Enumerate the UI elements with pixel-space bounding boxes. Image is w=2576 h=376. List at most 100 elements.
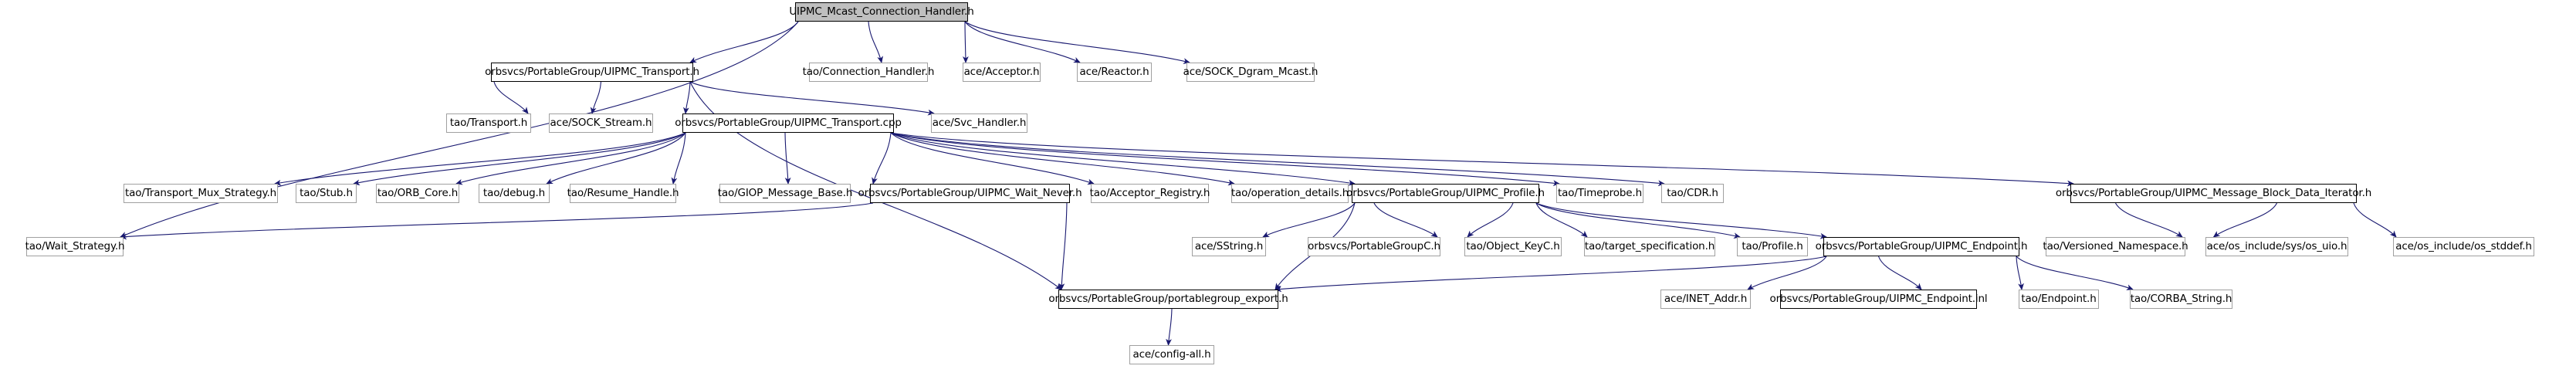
graph-edge [890,132,1235,186]
graph-edge [964,21,1190,64]
graph-node-label: ace/config-all.h [1132,347,1211,361]
graph-edge [872,132,892,185]
graph-node-label: ace/SString.h [1194,239,1264,252]
graph-edge [2016,256,2024,290]
graph-edge [493,81,529,114]
graph-edge [890,132,1560,187]
graph-node-acceptor_registry[interactable]: tao/Acceptor_Registry.h [1090,184,1210,203]
graph-edge [890,132,1095,185]
graph-node-os_uio_h[interactable]: ace/os_include/sys/os_uio.h [2205,237,2348,256]
graph-edge [2353,202,2397,238]
graph-node-label: tao/Wait_Strategy.h [25,239,125,252]
graph-node-target_spec_h[interactable]: tao/target_specification.h [1584,237,1715,256]
graph-node-endpoint_h[interactable]: tao/Endpoint.h [2019,290,2099,309]
graph-node-uipmc_transport_h[interactable]: orbsvcs/PortableGroup/UIPMC_Transport.h [485,63,699,82]
graph-edge [455,132,686,185]
graph-node-resume_handle_h[interactable]: tao/Resume_Handle.h [567,184,679,203]
graph-edge [1747,256,1827,290]
graph-edge [546,132,686,185]
graph-node-debug_h[interactable]: tao/debug.h [479,184,550,203]
graph-node-svc_handler_h[interactable]: ace/Svc_Handler.h [931,113,1027,133]
graph-node-label: UIPMC_Mcast_Connection_Handler.h [789,5,974,18]
graph-node-label: tao/Versioned_Namespace.h [2043,239,2188,252]
graph-node-timeprobe_h[interactable]: tao/Timeprobe.h [1556,184,1643,203]
graph-node-giop_msg_base[interactable]: tao/GIOP_Message_Base.h [718,184,852,203]
graph-edge [1262,202,1356,238]
graph-node-label: tao/Transport_Mux_Strategy.h [125,186,276,199]
graph-edge [890,132,1356,186]
graph-edge [784,132,791,185]
graph-node-label: ace/os_include/sys/os_uio.h [2206,239,2348,252]
graph-node-label: tao/Object_KeyC.h [1466,239,1560,252]
graph-edge [274,132,686,186]
graph-node-sock_stream_h[interactable]: ace/SOCK_Stream.h [549,113,653,133]
graph-node-label: tao/ORB_Core.h [377,186,459,199]
graph-edge [1535,202,1588,238]
graph-node-label: tao/Timeprobe.h [1558,186,1642,199]
graph-node-os_stddef_h[interactable]: ace/os_include/os_stddef.h [2393,237,2534,256]
graph-node-sstring_h[interactable]: ace/SString.h [1192,237,1266,256]
graph-node-stub_h[interactable]: tao/Stub.h [296,184,357,203]
graph-node-uipmc_profile_h[interactable]: orbsvcs/PortableGroup/UIPMC_Profile.h [1346,184,1545,203]
graph-node-acceptor_h[interactable]: ace/Acceptor.h [963,63,1041,82]
graph-edge [1058,202,1068,290]
graph-node-label: orbsvcs/PortableGroup/UIPMC_Wait_Never.h [858,186,1082,199]
graph-edge [1467,202,1514,238]
graph-edge [2212,202,2277,238]
graph-edge [682,81,691,114]
graph-edge [1535,202,1741,239]
graph-node-inet_addr_h[interactable]: ace/INET_Addr.h [1660,290,1751,309]
graph-edge [1373,202,1438,238]
graph-node-msg_block_iter[interactable]: orbsvcs/PortableGroup/UIPMC_Message_Bloc… [2056,184,2371,203]
graph-node-operation_details[interactable]: tao/operation_details.h [1231,184,1349,203]
graph-node-label: ace/SOCK_Stream.h [550,116,652,129]
graph-node-label: ace/INET_Addr.h [1664,292,1748,305]
graph-edge [1274,256,1827,293]
graph-edge [964,21,1081,63]
graph-node-label: orbsvcs/PortableGroup/UIPMC_Endpoint.h [1815,239,2028,252]
graph-edge [2115,202,2183,238]
graph-edge [671,132,686,185]
graph-node-connection_handler[interactable]: tao/Connection_Handler.h [803,63,934,82]
graph-node-uipmc_endpoint_inl[interactable]: orbsvcs/PortableGroup/UIPMC_Endpoint.inl [1770,290,1988,309]
graph-node-uipmc_transport_cpp[interactable]: orbsvcs/PortableGroup/UIPMC_Transport.cp… [675,113,902,133]
graph-node-label: tao/GIOP_Message_Base.h [717,186,853,199]
graph-node-wait_strategy_h[interactable]: tao/Wait_Strategy.h [25,237,125,256]
graph-node-portablegroup_export[interactable]: orbsvcs/PortableGroup/portablegroup_expo… [1048,290,1288,309]
graph-node-uipmc_endpoint_h[interactable]: orbsvcs/PortableGroup/UIPMC_Endpoint.h [1816,237,2028,256]
graph-edge [689,21,799,63]
graph-node-sock_dgram_mcast[interactable]: ace/SOCK_Dgram_Mcast.h [1183,63,1318,82]
graph-node-label: tao/Endpoint.h [2021,292,2097,305]
graph-node-portablegroupc_h[interactable]: orbsvcs/PortableGroupC.h [1308,237,1440,256]
graph-edge [590,81,602,114]
graph-node-profile_h[interactable]: tao/Profile.h [1737,237,1808,256]
graph-node-reactor_h[interactable]: ace/Reactor.h [1077,63,1152,82]
graph-node-transport_h[interactable]: tao/Transport.h [446,113,531,133]
graph-edge [1535,202,1827,239]
graph-edge [1166,308,1173,346]
graph-node-uipmc_wait_never[interactable]: orbsvcs/PortableGroup/UIPMC_Wait_Never.h [858,184,1082,203]
graph-node-label: tao/CDR.h [1667,186,1718,199]
graph-node-label: ace/SOCK_Dgram_Mcast.h [1183,65,1318,78]
graph-node-label: orbsvcs/PortableGroup/UIPMC_Profile.h [1346,186,1545,199]
graph-edge [2016,256,2134,290]
graph-node-versioned_ns_h[interactable]: tao/Versioned_Namespace.h [2043,237,2188,256]
graph-node-orb_core_h[interactable]: tao/ORB_Core.h [376,184,459,203]
graph-edge [689,81,935,116]
graph-node-label: tao/operation_details.h [1230,186,1349,199]
graph-edge [1877,256,1922,290]
graph-node-label: orbsvcs/PortableGroup/UIPMC_Endpoint.inl [1769,292,1988,305]
graph-node-object_keyc_h[interactable]: tao/Object_KeyC.h [1464,237,1562,256]
graph-node-cdr_h[interactable]: tao/CDR.h [1661,184,1724,203]
graph-edge [962,21,969,63]
graph-node-corba_string_h[interactable]: tao/CORBA_String.h [2130,290,2232,309]
graph-node-label: tao/Acceptor_Registry.h [1089,186,1210,199]
graph-node-label: tao/target_specification.h [1584,239,1715,252]
graph-node-transport_mux[interactable]: tao/Transport_Mux_Strategy.h [124,184,278,203]
graph-node-label: tao/Transport.h [449,116,528,129]
graph-node-root[interactable]: UIPMC_Mcast_Connection_Handler.h [789,2,974,22]
graph-node-config_all_h[interactable]: ace/config-all.h [1129,345,1214,364]
graph-node-label: orbsvcs/PortableGroup/UIPMC_Transport.cp… [675,116,902,129]
graph-edge [890,132,2074,187]
